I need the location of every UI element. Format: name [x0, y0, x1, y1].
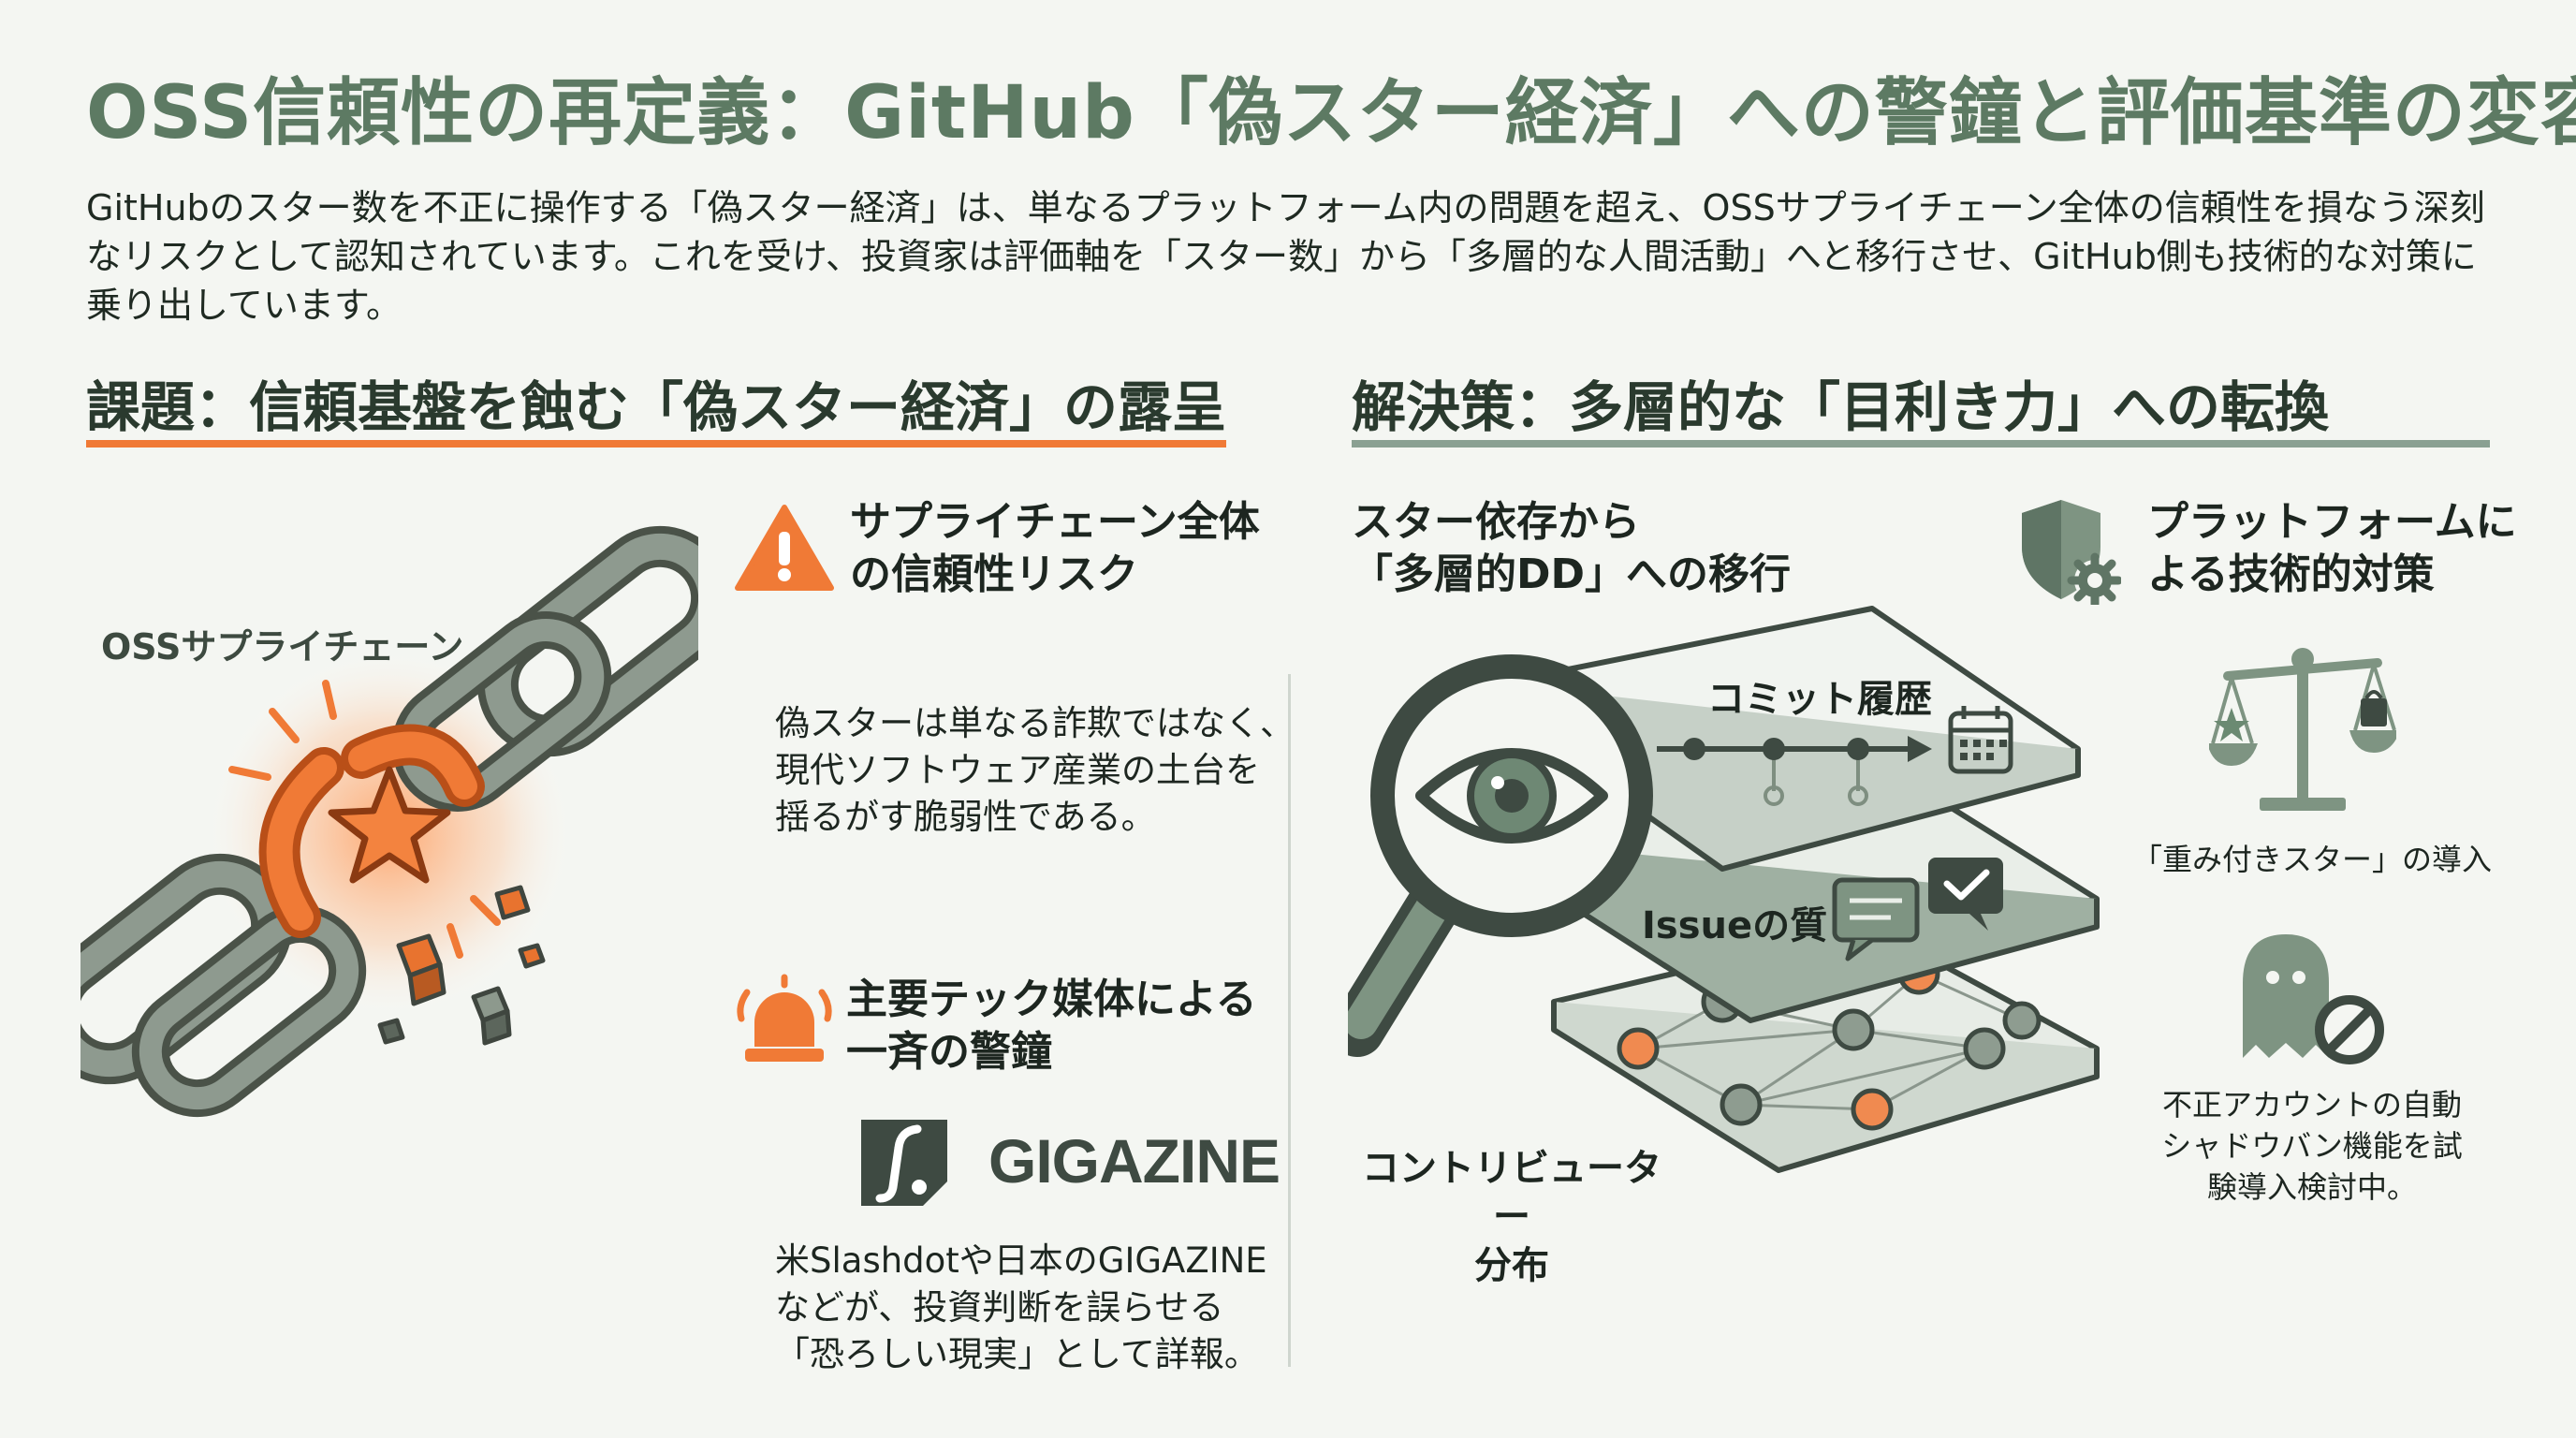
ghost-ban-icon: [2243, 934, 2384, 1064]
warning-icon: [735, 505, 834, 591]
shield-gear-icon: [2022, 500, 2121, 605]
left-heading-rule: [86, 440, 1226, 448]
chain-label: OSSサプライチェーン: [101, 626, 464, 668]
intro-text: GitHubのスター数を不正に操作する「偽スター経済」は、単なるプラットフォーム…: [86, 187, 2485, 326]
slashdot-logo-icon: [861, 1120, 947, 1206]
risk-body: 偽スターは単なる詐欺ではなく、 現代ソフトウェア産業の土台を 揺るがす脆弱性であ…: [775, 703, 1295, 837]
right-section-heading: 解決策：多層的な「目利き力」への転換: [1352, 375, 2330, 439]
layer-stack-diagram: [1348, 606, 2100, 1173]
weighted-star-caption: 「重み付きスター」の導入: [2131, 842, 2492, 877]
column-divider: [1288, 674, 1291, 1367]
magnifier-eye-icon: [1348, 654, 1653, 1057]
media-title: 主要テック媒体による 一斉の警鐘: [846, 976, 1257, 1076]
layer-commit-label: コミット履歴: [1707, 678, 1932, 721]
broken-chain-icon: [80, 525, 698, 1118]
right-heading-rule: [1352, 440, 2490, 448]
risk-title: サプライチェーン全体 の信頼性リスク: [850, 498, 1260, 598]
platform-title: プラットフォームに よる技術的対策: [2147, 498, 2517, 598]
alarm-icon: [737, 974, 832, 1062]
shadowban-caption: 不正アカウントの自動 シャドウバン機能を試 験導入検討中。: [2161, 1087, 2463, 1205]
layer-issue-label: Issueの質: [1642, 904, 1828, 947]
scale-icon: [2209, 648, 2396, 811]
left-section-heading: 課題：信頼基盤を蝕む「偽スター経済」の露呈: [86, 375, 1227, 439]
media-body: 米Slashdotや日本のGIGAZINE などが、投資判断を誤らせる 「恐ろし…: [775, 1240, 1267, 1374]
layer-contributor-label: コントリビューター 分布: [1362, 1147, 1661, 1287]
dd-title: スター依存から 「多層的DD」への移行: [1352, 498, 1792, 598]
page-title: OSS信頼性の再定義：GitHub「偽スター経済」への警鐘と評価基準の変容: [86, 71, 2576, 155]
gigazine-logo: GIGAZINE: [988, 1126, 1281, 1196]
